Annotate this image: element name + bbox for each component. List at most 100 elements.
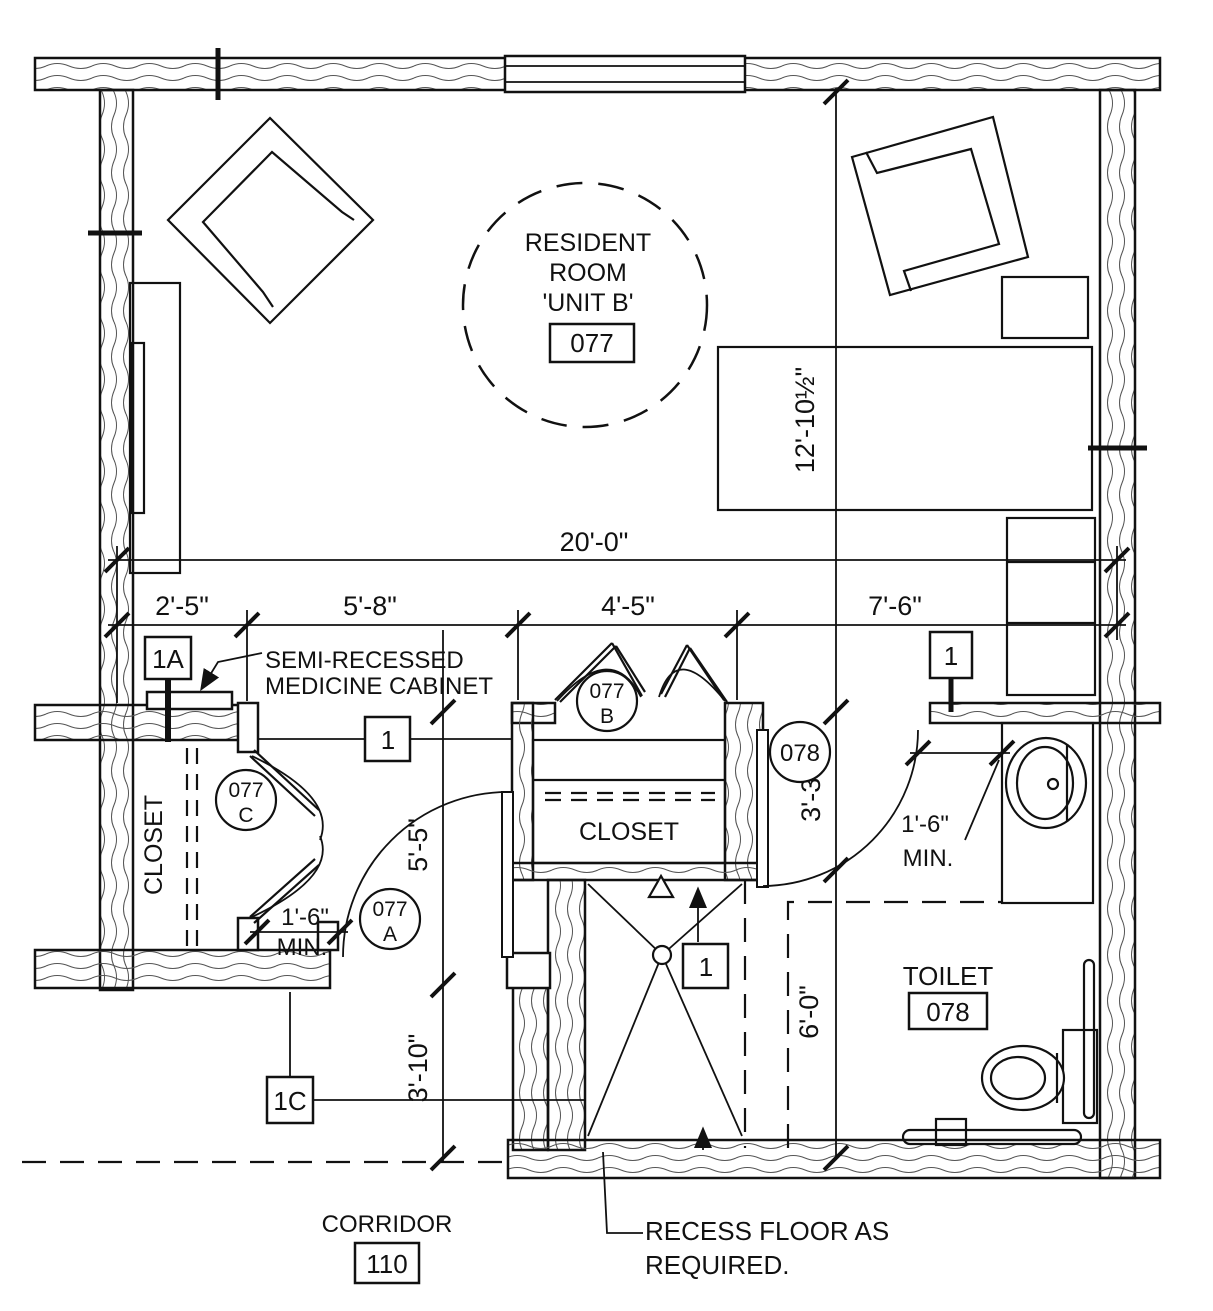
door-tag-circle-077b <box>575 669 639 733</box>
keynote-1: 1 <box>944 641 958 671</box>
dim-tick <box>103 546 131 574</box>
window <box>503 54 747 94</box>
center-closet-west-wall <box>510 701 535 882</box>
toilet-label: TOILET <box>903 961 994 991</box>
dresser-right <box>1005 516 1097 697</box>
dim-min-left-label: MIN. <box>277 934 328 961</box>
shower-drain <box>651 944 673 966</box>
center-closet-interior <box>531 738 727 865</box>
sink-bowl-inner <box>1015 745 1075 821</box>
recess-note-line2: REQUIRED. <box>645 1250 789 1280</box>
bifold-door-panel <box>664 647 691 698</box>
bath-fixtures <box>901 721 1099 1147</box>
left-exterior-wall <box>98 88 135 992</box>
shower-slope-line <box>661 883 743 956</box>
dimension-leader <box>964 759 1000 841</box>
room-label-dashed-circle <box>461 181 709 429</box>
vanity-counter <box>1000 721 1095 905</box>
dim-tick <box>822 698 850 726</box>
bathroom-door-leaf <box>756 729 769 888</box>
lounge-chair-left-seat <box>201 150 355 308</box>
room-labels: RESIDENT ROOM 'UNIT B' 077 CLOSET CLOSET… <box>140 181 994 1285</box>
dim-tick <box>429 698 457 726</box>
recess-note-leader <box>602 1151 643 1234</box>
dim-tick <box>243 918 271 946</box>
door-tag-077c-number: 077 <box>228 779 263 802</box>
door-tag-circle-078 <box>768 720 832 784</box>
closet-center-label: CLOSET <box>579 818 679 846</box>
grab-bar-vertical <box>1082 958 1096 1120</box>
bifold-door-panel <box>554 642 613 701</box>
recess-note-line1: RECESS FLOOR AS <box>645 1216 889 1246</box>
dim-entry-depth: 3'-10" <box>403 1034 433 1103</box>
toilet-bowl <box>980 1044 1066 1112</box>
closet-south-wall <box>33 948 332 990</box>
dim-tick <box>103 611 131 639</box>
shower <box>587 873 1002 1148</box>
door-jamb <box>236 701 260 754</box>
door-tag-circle-077a <box>358 887 422 951</box>
dim-tick <box>1103 611 1131 639</box>
center-closet-south-wall <box>510 861 765 882</box>
shower-slope-line <box>661 954 743 1137</box>
dim-seg1: 2'-5" <box>155 591 209 621</box>
dim-tick <box>429 971 457 999</box>
door-tag-077a-number: 077 <box>372 898 407 921</box>
shower-west-wall <box>546 878 587 1152</box>
closet-details <box>185 738 727 946</box>
openings <box>145 54 747 990</box>
dim-seg3: 4'-5" <box>601 591 655 621</box>
room-number: 077 <box>570 328 613 358</box>
dim-min-left-value: 1'-6" <box>281 904 329 931</box>
grab-bar-horizontal <box>901 1128 1083 1146</box>
medicine-cabinet <box>145 690 234 711</box>
keynote-1a: 1A <box>152 644 184 674</box>
corridor-label: CORRIDOR <box>322 1211 453 1238</box>
bathroom-north-wall <box>928 701 1162 725</box>
lounge-chair-right <box>850 115 1030 297</box>
keynote-box-1 <box>363 715 412 763</box>
cabinet-note-leader <box>200 652 263 692</box>
toilet-number-box <box>907 991 989 1031</box>
dim-seg2: 5'-8" <box>343 591 397 621</box>
door-tag-077a-letter: A <box>383 923 397 946</box>
toilet-number: 078 <box>926 997 969 1027</box>
resident-room-line1: RESIDENT <box>525 229 651 257</box>
bifold-door-panel <box>611 642 643 697</box>
nightstand <box>1000 275 1090 340</box>
door-jamb <box>505 951 552 990</box>
cabinet-note-line2: MEDICINE CABINET <box>265 673 493 700</box>
dim-tick <box>326 918 354 946</box>
entry-door-leaf <box>501 791 514 958</box>
shower-slope-line <box>587 954 663 1137</box>
lounge-chair-left <box>166 116 375 325</box>
dresser-left-front <box>130 341 146 515</box>
dim-bath-clear: 6'-0" <box>794 985 824 1039</box>
bifold-door-panel <box>249 755 316 817</box>
bifold-door-panel <box>249 858 316 918</box>
shower-head-symbol <box>647 873 675 899</box>
door-tag-circle-077c <box>214 768 278 832</box>
dim-overall: 20'-0" <box>560 527 629 557</box>
dim-seg4: 7'-6" <box>868 591 922 621</box>
dim-door-clear: 5'-5" <box>403 818 433 872</box>
bifold-door-panel <box>615 645 646 693</box>
keynote-box-1 <box>681 942 730 990</box>
dim-tick <box>233 611 261 639</box>
keynote-box-1c <box>265 1075 315 1125</box>
keynotes: 1A 1 1 1 1C SEMI-RECESSED MEDICINE CABIN… <box>143 630 974 1280</box>
dim-tick <box>822 856 850 884</box>
dim-tick <box>1103 546 1131 574</box>
dim-tick <box>723 611 751 639</box>
entry-east-wall <box>511 983 550 1152</box>
bathroom-door-swing-arc <box>762 729 919 887</box>
door-tag-077b-number: 077 <box>589 680 624 703</box>
shower-slope-line <box>587 883 663 956</box>
dim-min-bath-label: MIN. <box>903 845 954 872</box>
clear-floor-dashed <box>786 900 1002 1148</box>
dim-tick <box>429 1144 457 1172</box>
sink-bowl <box>1004 736 1088 830</box>
keynote-1: 1 <box>699 952 713 982</box>
dim-tick <box>904 739 932 767</box>
